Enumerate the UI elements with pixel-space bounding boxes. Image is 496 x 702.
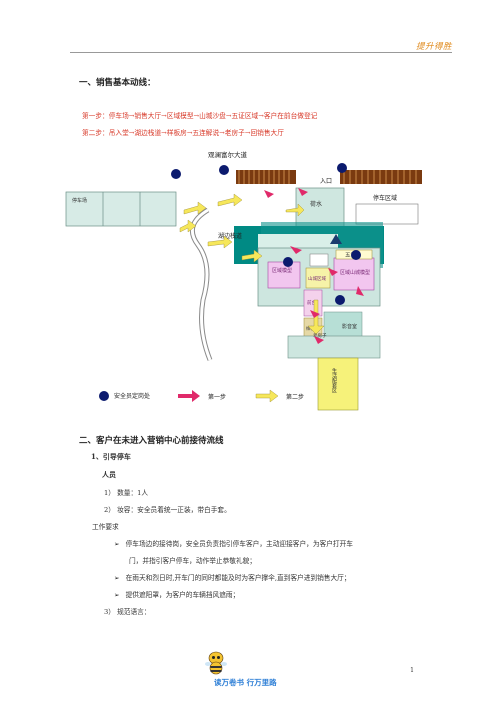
theater-label: 影音室 (342, 323, 357, 330)
header-divider (70, 52, 452, 53)
parking-lot-left (65, 191, 177, 227)
section1-title: 一、销售基本动线： (79, 78, 156, 88)
item-language: 3） 规范语言： (104, 608, 151, 616)
five-cert-label: 五证 (345, 252, 357, 259)
bullet-3: ➢提供遮阳罩，为客户的车辆挡风遮雨； (114, 591, 240, 599)
legend-guard: 安全员定岗处 (114, 392, 150, 400)
legend-step1: 第一步 (208, 393, 226, 401)
legend-step2-arrow (255, 389, 279, 403)
region-model-label: 区域模型 (272, 267, 292, 274)
item-dress: 2） 妆容：安全员着统一正装，带白手套。 (104, 506, 231, 514)
requirements-label: 工作要求 (92, 523, 119, 531)
footer-slogan: 读万卷书 行万里路 (214, 678, 277, 687)
legend-step1-arrow (178, 390, 200, 402)
sandtable-label: 山城区域 (308, 275, 326, 282)
section2-sub1: 1、引导停车 (91, 452, 131, 461)
section2-title: 二、客户在未进入营销中心前接待流线 (79, 436, 224, 446)
mountain-model-box (333, 257, 375, 291)
legend-guard-dot (99, 391, 109, 401)
bullet-2: ➢在雨天和烈日时,开车门的同时都能及时为客户撑伞,直到客户进到销售大厅； (114, 574, 351, 582)
sandtable-box (305, 267, 331, 289)
sales-flow-diagram: 观澜富尔大道 入口 停车场 停车区域 荷水 湖边栈道 (65, 150, 422, 411)
old-house-block (287, 335, 381, 359)
pond-block (295, 187, 345, 229)
guard-dot (171, 169, 181, 179)
legend-step2: 第二步 (286, 393, 304, 401)
theater-room (323, 311, 363, 339)
living-zone-label: 生活配套区 (331, 367, 337, 393)
header-brand: 提升得胜 (415, 42, 452, 52)
bee-mascot-icon (205, 651, 227, 675)
pond-label: 荷水 (310, 200, 322, 208)
entrance-label: 入口 (320, 178, 332, 185)
item-quantity: 1） 数量：1人 (104, 489, 149, 497)
people-label: 人员 (102, 470, 116, 479)
mountain-model-label: 区域山城模型 (340, 269, 370, 276)
front-label: 前台 (307, 299, 316, 306)
bullet-1-cont: 门，并指引客户停车，动作举止恭敬礼貌； (129, 557, 257, 565)
living-zone (317, 357, 359, 411)
page-number: 1 (410, 667, 414, 674)
parking-right-label: 停车区域 (373, 194, 397, 202)
bullet-1: ➢停车场边的接待岗，安全员负责指引停车客户，主动迎接客户，为客户打开车 (114, 540, 353, 548)
fence-right (340, 170, 422, 184)
lake-path-label: 湖边栈道 (218, 232, 242, 240)
section1-step2: 第二步：吊入堂→湖边栈道→样板房→五连解说→老房子→回销售大厅 (82, 129, 284, 137)
fence-left (236, 170, 296, 184)
region-model-box (267, 261, 301, 289)
section1-step1: 第一步：停车场→销售大厅→区域模型→山城沙盘→五证区域→客户在前台做登记 (82, 112, 318, 120)
parking-left-label: 停车场 (72, 197, 87, 204)
old-house-label: 老房子 (313, 332, 327, 339)
road-label: 观澜富尔大道 (208, 150, 248, 159)
